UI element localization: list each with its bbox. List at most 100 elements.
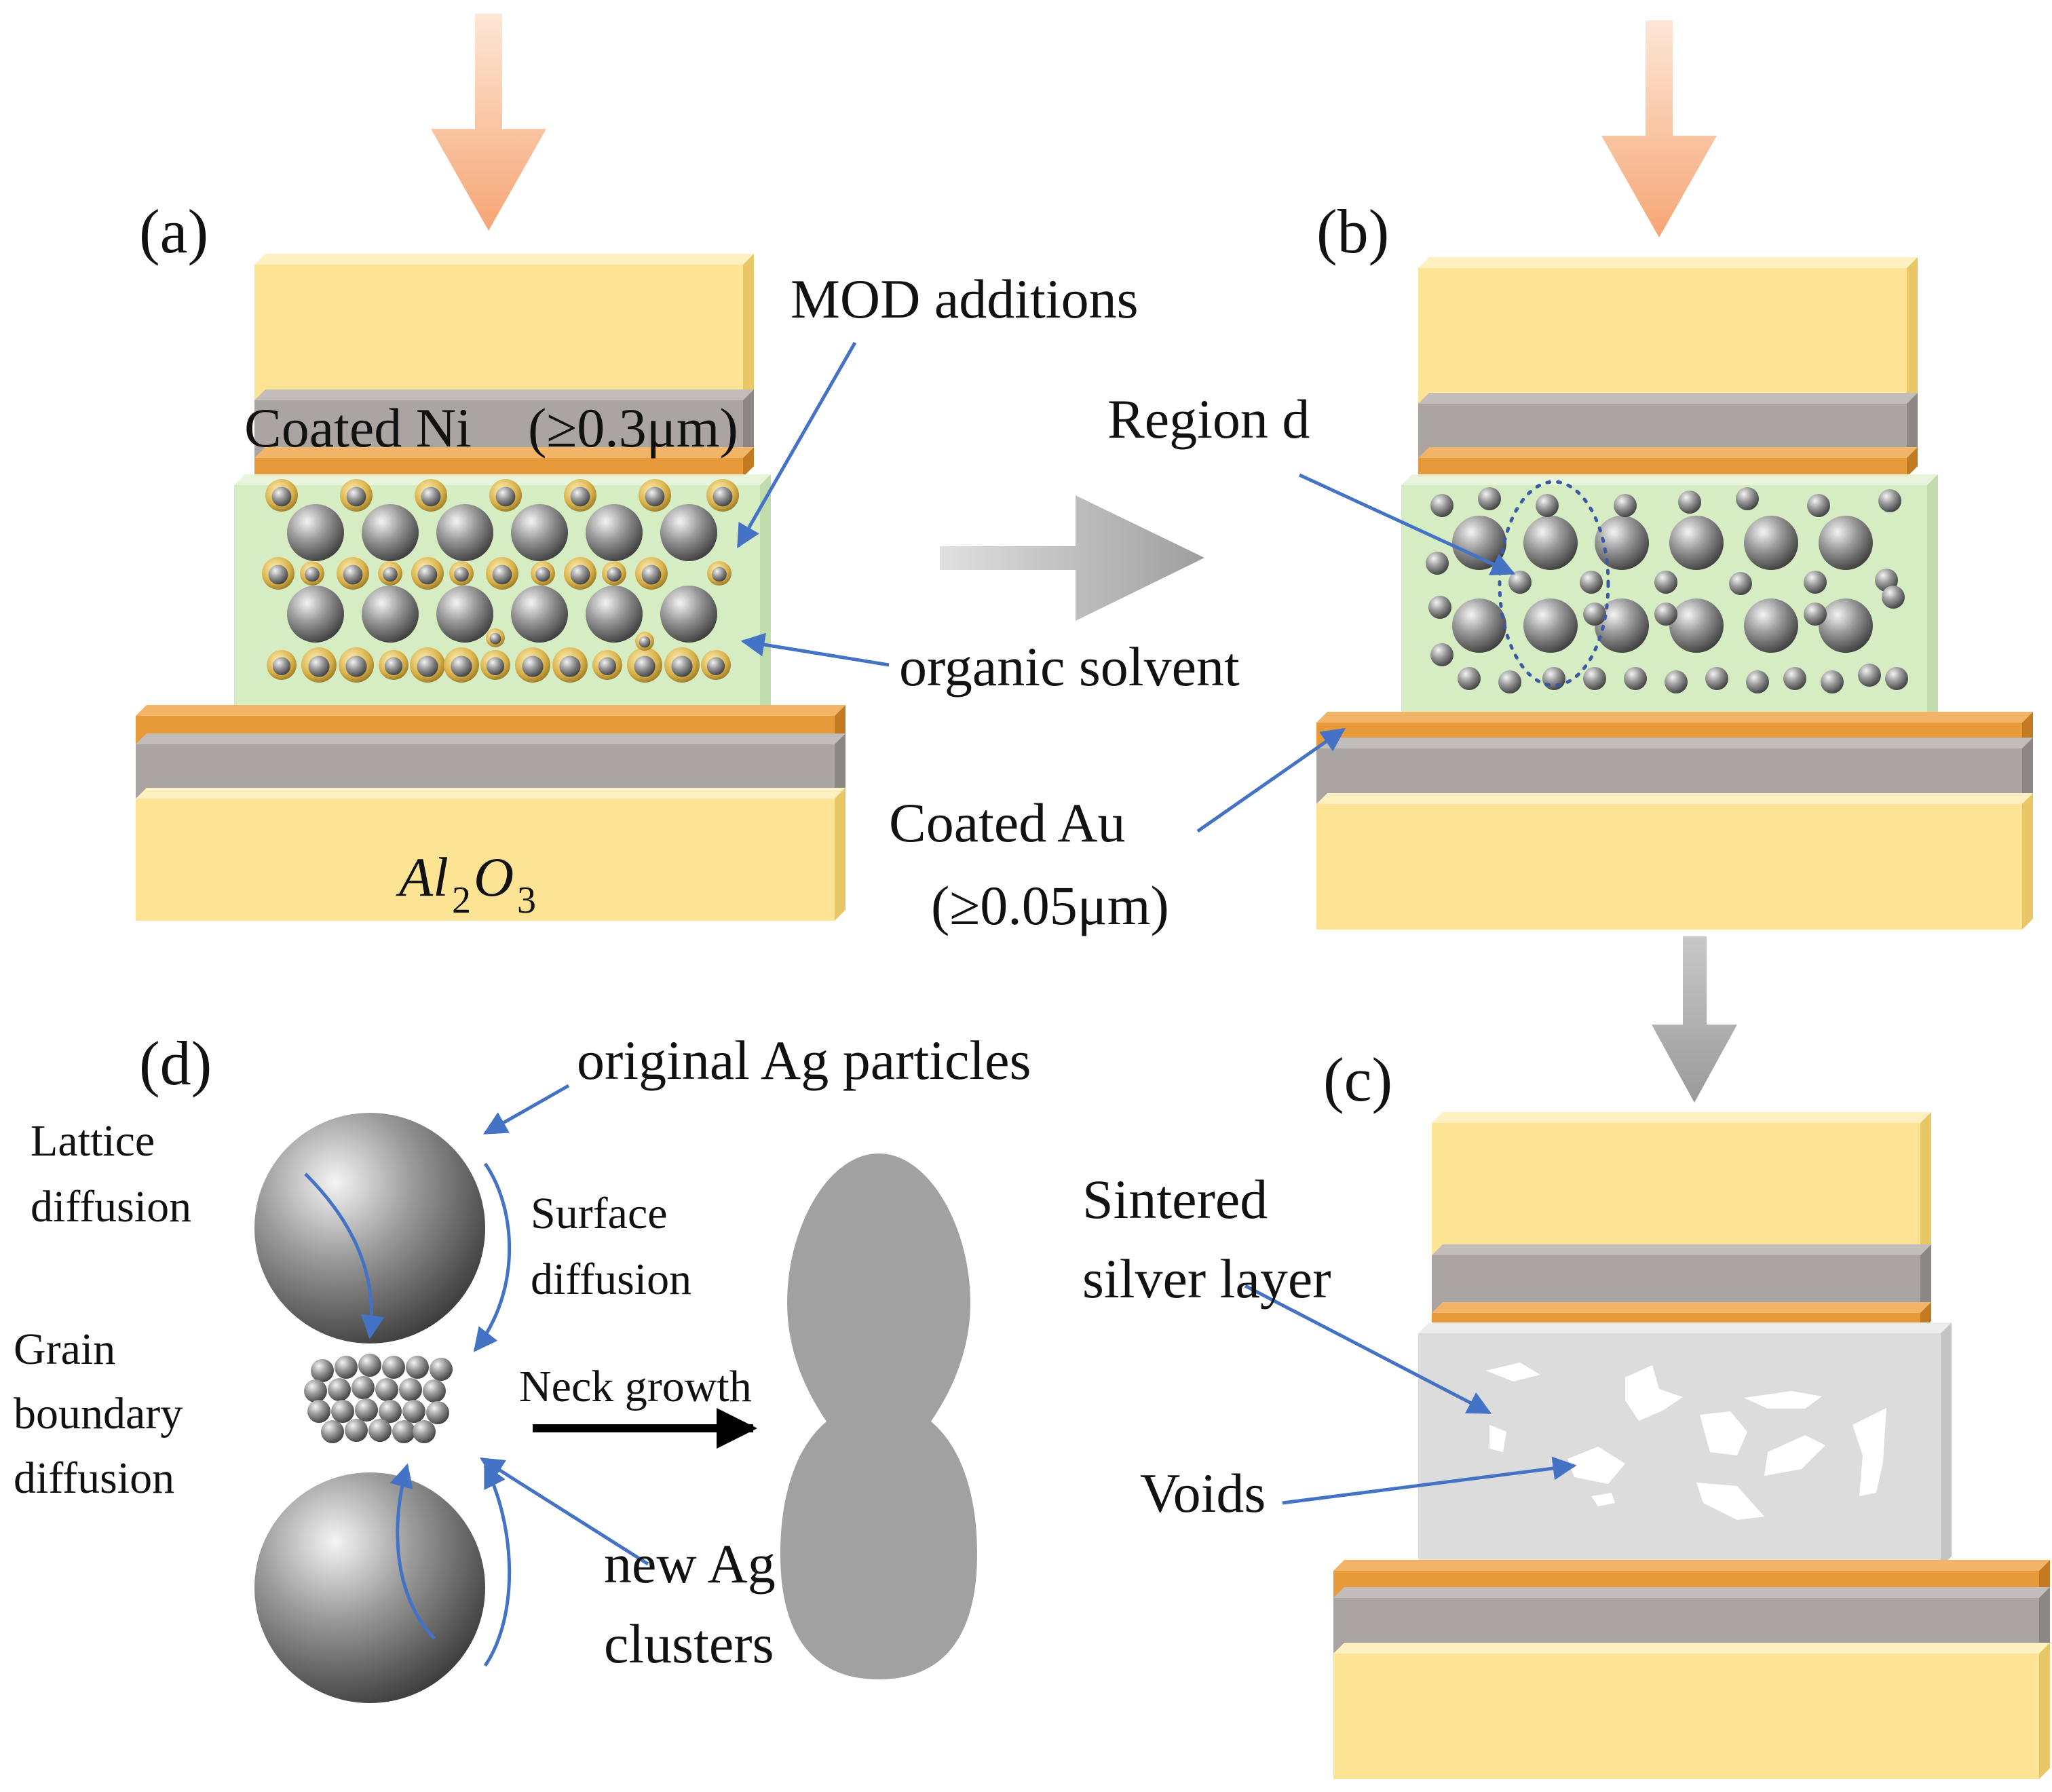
void-10 bbox=[1591, 1493, 1615, 1506]
a-big-ball-r1-0 bbox=[287, 504, 344, 561]
organic-solvent-label: organic solvent bbox=[899, 636, 1240, 698]
a-coated-top-2-core bbox=[421, 487, 441, 507]
d-cluster-ball-2 bbox=[358, 1354, 381, 1377]
original-ag-pointer bbox=[482, 1084, 570, 1135]
b-top-ni-side bbox=[1907, 393, 1918, 458]
b-big-ball-r1-0 bbox=[1452, 516, 1506, 570]
d-cluster-ball-22 bbox=[413, 1420, 436, 1443]
c-top-chip bbox=[1432, 1112, 1931, 1255]
coated-au-label: Coated Au bbox=[889, 792, 1125, 854]
a-coated-mid-7-core bbox=[535, 567, 550, 582]
a-coated-bot-0-core bbox=[272, 657, 291, 675]
voids-pointer bbox=[1282, 1456, 1577, 1505]
a-coated-bot-11-core bbox=[671, 655, 693, 677]
d-cluster-ball-8 bbox=[352, 1376, 375, 1399]
b-big-ball-r2-1 bbox=[1523, 598, 1578, 653]
a-coated-bot-5-core bbox=[451, 655, 472, 677]
a-coated-bot-3-core bbox=[384, 657, 403, 675]
void-8 bbox=[1852, 1408, 1886, 1496]
c-top-chip-top bbox=[1432, 1112, 1931, 1123]
sintered-label-line2: silver layer bbox=[1082, 1248, 1331, 1310]
b-small-ball-6 bbox=[1807, 494, 1830, 517]
b-top-au bbox=[1418, 447, 1918, 477]
panel-a-tag: (a) bbox=[139, 197, 208, 266]
a-top-ni-side bbox=[743, 389, 754, 458]
b-small-ball-32 bbox=[1885, 667, 1908, 690]
a-coated-mid-10-core bbox=[641, 565, 662, 585]
a-coated-mid-6-core bbox=[492, 565, 512, 585]
mod-additions-pointer bbox=[736, 341, 857, 549]
a-coated-mid-0-core bbox=[268, 565, 288, 585]
new-clusters-pointer bbox=[480, 1457, 649, 1566]
a-coated-bot-8-core bbox=[559, 655, 581, 677]
c-bottom-ni-top bbox=[1333, 1587, 2050, 1598]
b-small-ball-11 bbox=[1654, 571, 1677, 594]
b-small-ball-2 bbox=[1536, 494, 1559, 517]
b-small-ball-26 bbox=[1665, 670, 1688, 693]
a-top-ni-top bbox=[254, 389, 754, 400]
a-big-ball-r1-3 bbox=[511, 504, 568, 561]
b-big-ball-r1-5 bbox=[1819, 516, 1873, 570]
c-bottom-substrate-side bbox=[2039, 1643, 2050, 1779]
a-coated-bot-5 bbox=[444, 647, 479, 683]
press-arrow-a bbox=[431, 14, 546, 231]
lattice-label-line1: Lattice bbox=[31, 1116, 155, 1166]
a-coated-top-4-core bbox=[570, 487, 590, 507]
b-big-ball-r2-0 bbox=[1452, 598, 1506, 653]
a-top-au-front bbox=[254, 458, 743, 477]
a-coated-bot-12 bbox=[701, 650, 731, 680]
a-bottom-substrate bbox=[136, 788, 846, 921]
a-coated-bot-0 bbox=[267, 650, 297, 680]
d-cluster-ball-18 bbox=[321, 1420, 344, 1443]
b-big-ball-r1-4 bbox=[1744, 516, 1798, 570]
a-coated-mid-9-core bbox=[607, 567, 622, 582]
original-ag-label: original Ag particles bbox=[577, 1029, 1031, 1091]
b-small-ball-30 bbox=[1821, 670, 1844, 693]
a-big-ball-r1-5 bbox=[660, 504, 717, 561]
d-cluster-ball-0 bbox=[311, 1359, 334, 1382]
d-cluster-ball-9 bbox=[375, 1378, 398, 1401]
b-bottom-substrate-front bbox=[1316, 804, 2022, 930]
b-small-ball-4 bbox=[1678, 491, 1701, 514]
b-small-ball-10 bbox=[1580, 571, 1603, 594]
flow-arrow-b-to-c bbox=[1652, 936, 1737, 1103]
c-top-ni-top bbox=[1432, 1244, 1931, 1255]
b-bottom-au-top bbox=[1316, 712, 2033, 723]
a-coated-bot-7 bbox=[515, 647, 550, 683]
b-top-chip bbox=[1418, 257, 1918, 404]
a-coated-bot-4-core bbox=[417, 655, 438, 677]
a-top-au bbox=[254, 447, 754, 477]
b-bottom-substrate bbox=[1316, 793, 2033, 930]
b-solvent-side bbox=[1927, 474, 1938, 723]
b-big-ball-r1-1 bbox=[1523, 516, 1578, 570]
b-top-chip-top bbox=[1418, 257, 1918, 268]
a-coated-bot-11 bbox=[664, 647, 700, 683]
o-symbol: O bbox=[474, 846, 514, 908]
a-coated-bot-2 bbox=[339, 647, 374, 683]
region-d-label: Region d bbox=[1107, 388, 1310, 450]
a-coated-bot-1 bbox=[301, 647, 337, 683]
b-big-ball-r2-4 bbox=[1744, 598, 1798, 653]
organic-solvent-pointer bbox=[740, 632, 890, 667]
a-coated-mid-4 bbox=[411, 557, 444, 590]
a-coated-mid-8 bbox=[564, 557, 596, 590]
a-coated-extra-1-core bbox=[489, 632, 501, 645]
a-top-chip-side bbox=[743, 254, 754, 400]
a-solvent-side bbox=[760, 474, 771, 716]
b-small-ball-7 bbox=[1878, 489, 1901, 512]
d-cluster-ball-7 bbox=[328, 1378, 351, 1401]
grain-label-line2: boundary bbox=[14, 1389, 183, 1438]
b-small-ball-17 bbox=[1430, 643, 1454, 666]
a-coated-bot-4 bbox=[410, 647, 445, 683]
a-coated-bot-1-core bbox=[308, 655, 330, 677]
lattice-diffusion-arrow bbox=[304, 1173, 385, 1339]
sintered-label-line1: Sintered bbox=[1082, 1168, 1268, 1230]
void-4 bbox=[1700, 1411, 1747, 1455]
d-cluster-ball-10 bbox=[399, 1378, 422, 1401]
b-small-ball-22 bbox=[1498, 670, 1521, 693]
al-symbol: Al bbox=[396, 846, 449, 908]
a-big-ball-r1-4 bbox=[586, 504, 643, 561]
a-coated-top-3-core bbox=[495, 487, 516, 507]
a-coated-top-1-core bbox=[346, 487, 366, 507]
particle-layer bbox=[254, 479, 1908, 1703]
